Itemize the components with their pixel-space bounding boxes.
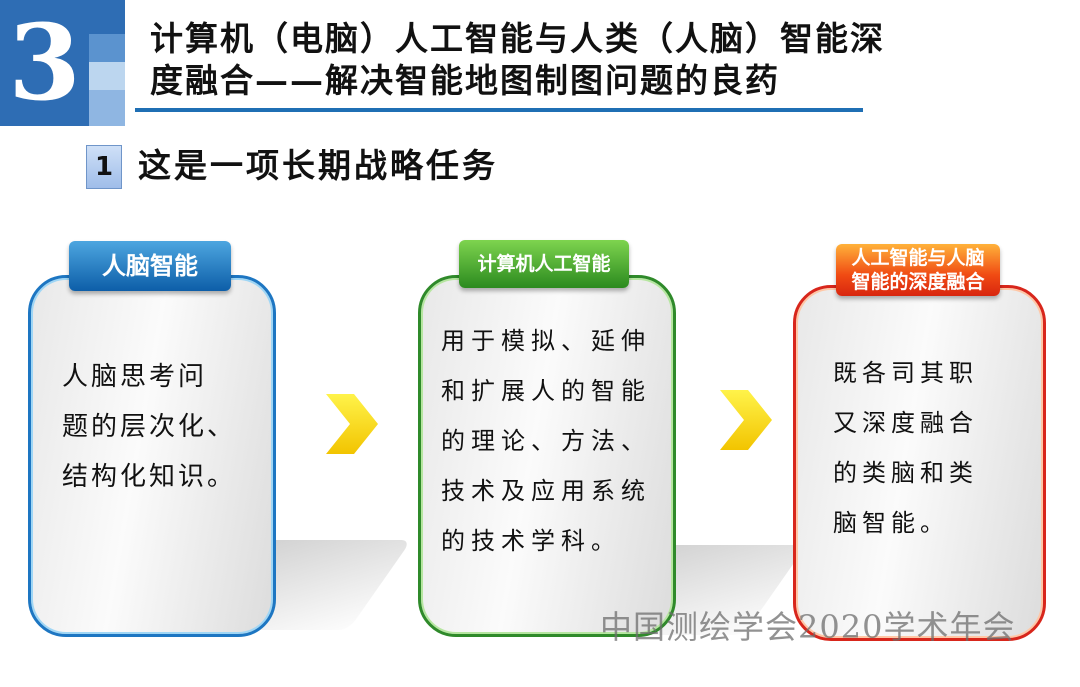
section-title-line1: 计算机（电脑）人工智能与人类（人脑）智能深 bbox=[150, 19, 885, 58]
decor-bar bbox=[89, 34, 125, 62]
card-line: 题的层次化、 bbox=[62, 412, 237, 442]
watermark: 中国测绘学会2020学术年会 bbox=[600, 608, 1016, 646]
section-number: 3 bbox=[8, 1, 81, 124]
card-body-computer-ai: 用于模拟、延伸 和扩展人的智能 的理论、方法、 技术及应用系统 的技术学科。 bbox=[441, 316, 671, 566]
card-line: 的理论、方法、 bbox=[441, 427, 651, 455]
card-body-fusion: 既各司其职 又深度融合 的类脑和类 脑智能。 bbox=[833, 348, 1033, 548]
decor-bar bbox=[89, 0, 125, 34]
card-tab-human-brain: 人脑智能 bbox=[69, 241, 231, 291]
subsection-number-badge: 1 bbox=[86, 145, 122, 189]
section-title: 计算机（电脑）人工智能与人类（人脑）智能深 度融合——解决智能地图制图问题的良药 bbox=[150, 18, 950, 102]
decor-bar bbox=[89, 62, 125, 90]
decor-bar bbox=[89, 90, 125, 126]
chevron-right-icon bbox=[720, 390, 772, 450]
card-line: 又深度融合 bbox=[833, 409, 978, 437]
section-title-line2: 度融合——解决智能地图制图问题的良药 bbox=[150, 61, 780, 100]
subsection-title: 这是一项长期战略任务 bbox=[138, 146, 498, 185]
card-tab-line: 人工智能与人脑 bbox=[851, 247, 985, 269]
section-number-block bbox=[0, 0, 89, 126]
card-line: 脑智能。 bbox=[833, 509, 949, 537]
card-line: 的类脑和类 bbox=[833, 459, 978, 487]
card-line: 用于模拟、延伸 bbox=[441, 327, 651, 355]
card-line: 的技术学科。 bbox=[441, 527, 621, 555]
card-line: 既各司其职 bbox=[833, 359, 978, 387]
card-line: 技术及应用系统 bbox=[441, 477, 651, 505]
card-body-human-brain: 人脑思考问 题的层次化、 结构化知识。 bbox=[62, 352, 262, 502]
card-tab-computer-ai: 计算机人工智能 bbox=[459, 240, 629, 288]
title-underline bbox=[135, 108, 863, 112]
card-human-brain bbox=[28, 275, 276, 637]
chevron-right-icon bbox=[326, 394, 378, 454]
card-line: 人脑思考问 bbox=[62, 362, 208, 392]
card-tab-fusion: 人工智能与人脑 智能的深度融合 bbox=[836, 244, 1000, 296]
card-tab-line: 智能的深度融合 bbox=[851, 271, 985, 293]
card-fusion bbox=[793, 285, 1046, 641]
card-line: 结构化知识。 bbox=[62, 462, 237, 492]
card-computer-ai bbox=[418, 275, 676, 637]
card-line: 和扩展人的智能 bbox=[441, 377, 651, 405]
